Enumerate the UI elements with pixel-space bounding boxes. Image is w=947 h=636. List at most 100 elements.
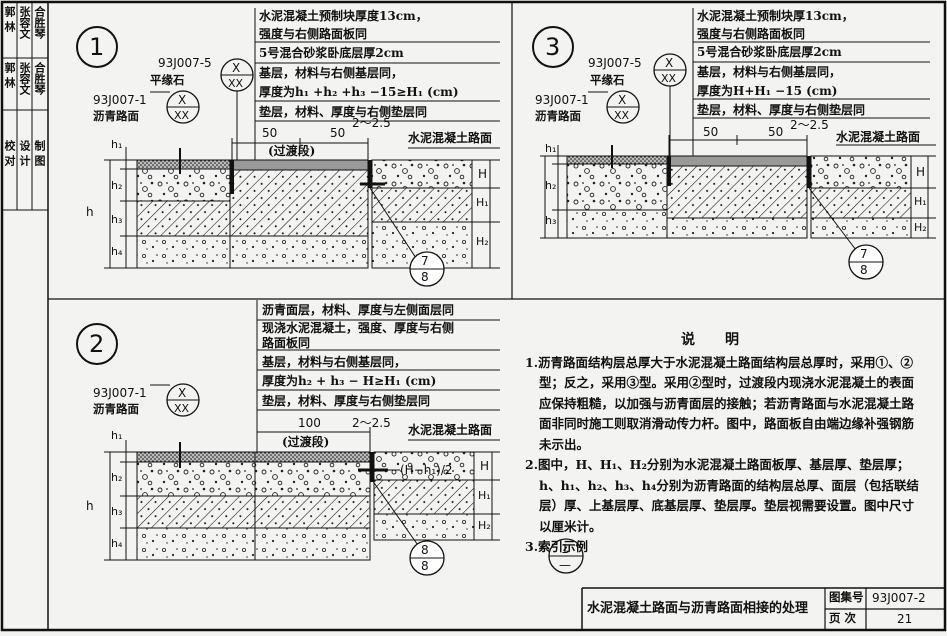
panel-3-dim-H2: H₂ <box>914 221 927 234</box>
panel-2-slope-label: (H−h₁)/2 <box>400 463 453 477</box>
panel-3-note-6: 垫层，材料、厚度与右侧垫层同 <box>697 103 866 117</box>
panel-3-note-5: 厚度为H+H₁ −15 (cm) <box>697 84 838 98</box>
panel-1-dim-b: 50 <box>330 126 346 140</box>
sidebar-name-2b: 张容文 <box>18 62 31 95</box>
sidebar-role-2: 设 计 <box>18 140 31 166</box>
panel-2 <box>76 300 500 576</box>
page-label: 页 次 <box>829 611 857 625</box>
panel-1-dim-gap: 2～2.5 <box>352 116 391 130</box>
sidebar-name-1a: 郭 林 <box>3 6 16 32</box>
panel-3 <box>532 8 936 280</box>
atlas-label: 图集号 <box>829 590 864 604</box>
panel-1-dim-h2: h₂ <box>111 179 123 192</box>
panel-1-ref-asphalt: 93J007-1 <box>93 93 147 107</box>
panel-1-dim-a: 50 <box>262 126 278 140</box>
panel-2-dim-H1: H₁ <box>478 489 491 502</box>
panel-2-callout-bottom: XX <box>174 402 190 415</box>
sidebar-role-1: 校 对 <box>3 140 16 166</box>
atlas-value: 93J007-2 <box>872 591 926 605</box>
panel-2-number: 2 <box>89 330 105 358</box>
panel-1-number-circle <box>76 26 118 68</box>
panel-2-note-5: 厚度为h₂ + h₃ − H≥H₁ (cm) <box>262 374 437 388</box>
drawing-title: 水泥混凝土路面与沥青路面相接的处理 <box>587 601 809 616</box>
panel-2-note-3: 路面板同 <box>262 336 311 350</box>
panel-2-dim-gap: 2～2.5 <box>352 416 391 430</box>
panel-2-dim-h1: h₁ <box>111 429 123 442</box>
panel-1-note-5: 厚度为h₁ +h₂ +h₃ −15≥H₁ (cm) <box>259 85 459 99</box>
panel-1-dim-H1: H₁ <box>476 196 489 209</box>
panel-2-index-bottom: 8 <box>421 559 429 573</box>
panel-1-note-6: 垫层，材料、厚度与右侧垫层同 <box>259 105 428 119</box>
sidebar-name-2a: 张容文 <box>18 6 31 39</box>
panel-1-callout-a-top: X <box>178 93 187 107</box>
panel-1-dim-H: H <box>478 167 488 181</box>
page-value: 21 <box>897 612 913 626</box>
sidebar-grid <box>2 2 48 211</box>
sidebar-name-3b: 合胜琴 <box>33 62 46 95</box>
panel-2-dim-a: 100 <box>298 416 321 430</box>
panel-3-curb-label: 平缘石 <box>590 73 625 87</box>
panel-3-index-bottom: 8 <box>860 263 868 277</box>
explanation-item-3: 3.索引示例 <box>525 539 589 554</box>
panel-3-ref-curb: 93J007-5 <box>588 56 642 70</box>
panel-3-callout-b-bottom: XX <box>661 72 677 85</box>
panel-2-dim-h2: h₂ <box>111 471 123 484</box>
panel-1-concrete-label: 水泥混凝土路面 <box>408 131 493 145</box>
panel-1-index-top: 7 <box>421 254 429 268</box>
panel-3-dim-h2: h₂ <box>545 179 557 192</box>
index-example-top: 1 <box>561 542 569 556</box>
panel-2-note-2: 现浇水泥混凝土，强度、厚度与右侧 <box>262 321 455 335</box>
panel-3-dim-h1: h₁ <box>545 142 557 155</box>
panel-3-note-4: 基层，材料与右侧基层同， <box>697 65 842 79</box>
panel-1-dim-H2: H₂ <box>476 235 489 248</box>
panel-2-asphalt-label: 沥青路面 <box>93 402 139 416</box>
panel-2-dim-h3: h₃ <box>111 505 123 518</box>
panel-2-note-6: 垫层，材料、厚度与右侧垫层同 <box>262 394 431 408</box>
panel-2-ref-asphalt: 93J007-1 <box>93 386 147 400</box>
panel-1-ref-curb: 93J007-5 <box>158 56 212 70</box>
panel-3-note-3: 5号混合砂浆卧底层厚2cm <box>697 45 842 59</box>
explanation-block: 说明 1.沥青路面结构层总厚大于水泥混凝土路面结构层总厚时，采用①、②型；反之，… <box>525 330 925 558</box>
panel-1-number: 1 <box>89 33 105 61</box>
panel-2-dim-h4: h₄ <box>111 537 123 550</box>
panel-3-ref-asphalt: 93J007-1 <box>535 93 589 107</box>
index-example-bottom: — <box>559 558 571 572</box>
panel-1-dim-h4: h₄ <box>111 245 123 258</box>
panel-2-number-circle <box>76 323 118 365</box>
panel-3-dim-a: 50 <box>703 125 719 139</box>
panel-3-dim-H: H <box>916 165 926 179</box>
panel-3-dim-b: 50 <box>768 125 784 139</box>
explanation-item-1: 1.沥青路面结构层总厚大于水泥混凝土路面结构层总厚时，采用①、②型；反之，采用③… <box>525 354 915 452</box>
panel-1-dim-h3: h₃ <box>111 213 123 226</box>
panel-2-note-1: 沥青面层，材料、厚度与左侧面层同 <box>262 303 455 317</box>
panel-2-transition: (过渡段) <box>282 435 330 449</box>
panel-3-index-top: 7 <box>860 247 868 261</box>
panel-1-curb-label: 平缘石 <box>150 73 185 87</box>
panel-3-callout-a-bottom: XX <box>614 109 630 122</box>
sidebar-name-3a: 合胜琴 <box>33 6 46 39</box>
panel-3-callout-b-top: X <box>665 56 674 70</box>
panel-2-dim-H: H <box>480 459 490 473</box>
panel-2-dim-h: h <box>86 499 94 513</box>
panel-2-note-4: 基层，材料与右侧基层同， <box>262 355 407 369</box>
panel-3-asphalt-label: 沥青路面 <box>535 109 581 123</box>
panel-1-callout-b-top: X <box>232 61 241 75</box>
panel-3-note-1: 水泥混凝土预制块厚13cm， <box>697 9 854 23</box>
panel-3-dim-gap: 2～2.5 <box>790 118 829 132</box>
panel-3-dim-H1: H₁ <box>914 195 927 208</box>
panel-1-note-2: 强度与右侧路面板同 <box>259 27 368 41</box>
panel-2-concrete-label: 水泥混凝土路面 <box>408 423 493 437</box>
panel-2-dim-H2: H₂ <box>478 519 491 532</box>
panel-1-callout-a-bottom: XX <box>174 109 190 122</box>
panel-1-note-1: 水泥混凝土预制块厚度13cm， <box>259 9 428 23</box>
panel-2-index-top: 8 <box>421 543 429 557</box>
panel-1-asphalt-label: 沥青路面 <box>93 109 139 123</box>
panel-1-dim-h: h <box>86 205 94 219</box>
panel-3-dim-h3: h₃ <box>545 214 557 227</box>
panel-3-number-circle <box>532 26 574 68</box>
explanation-item-2: 2.图中，H、H₁、H₂分别为水泥混凝土路面板厚、基层厚、垫层厚；h、h₁、h₂… <box>525 457 919 534</box>
panel-3-callout-a-top: X <box>618 93 627 107</box>
sidebar-role-3: 制 图 <box>33 140 46 166</box>
